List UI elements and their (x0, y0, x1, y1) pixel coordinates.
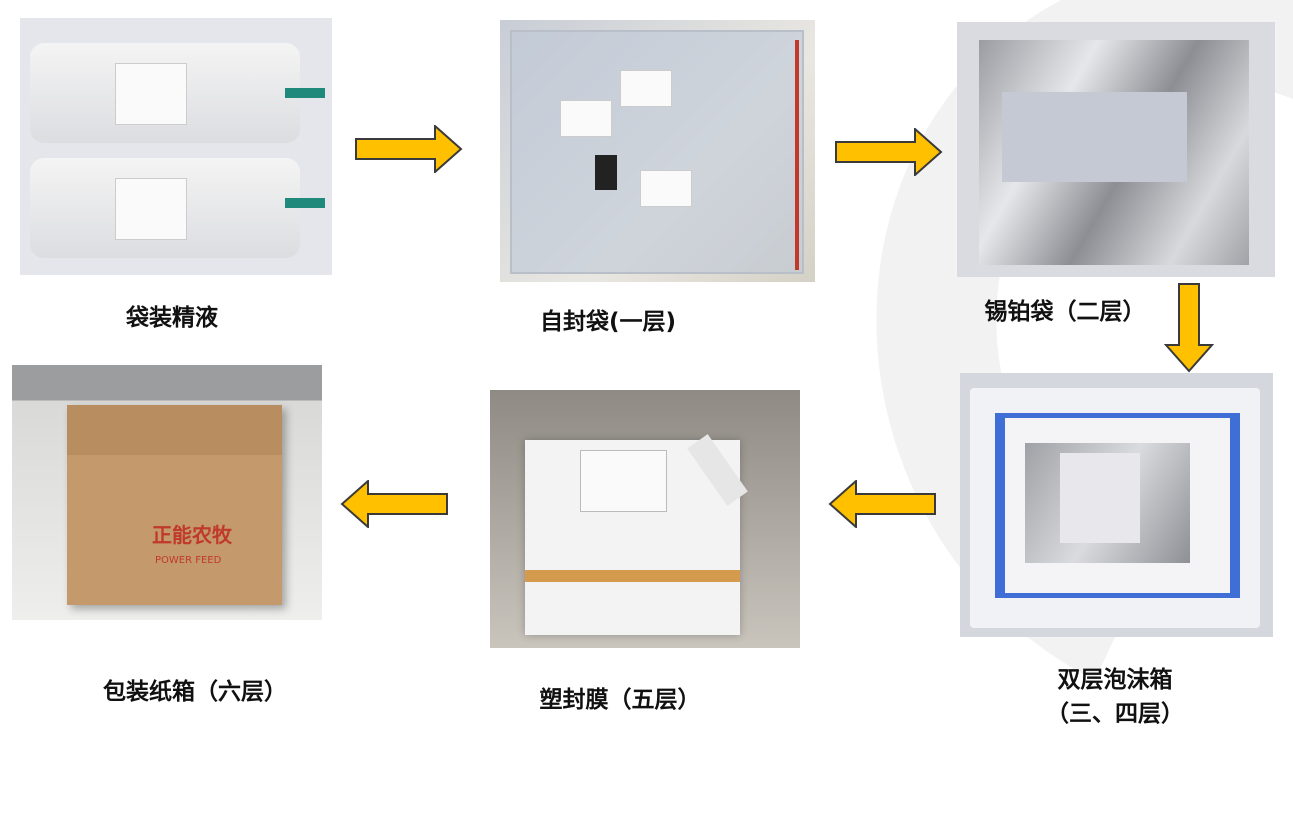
bag-valve (285, 88, 325, 98)
arrow-right-icon (835, 128, 943, 176)
brand-logo-cn: 正能农牧 (152, 523, 232, 547)
caption-step-2: 自封袋(一层) (539, 309, 677, 335)
semen-bag (30, 158, 325, 258)
ziplock-bag (510, 30, 804, 274)
carton-top (67, 405, 282, 455)
photo-double-foam-box (960, 373, 1273, 637)
arrow-right-icon (355, 125, 463, 173)
caption-step-3: 锡铂袋（二层） (984, 299, 1146, 325)
tape (525, 570, 740, 582)
document-sheet (580, 450, 667, 512)
sticker (595, 155, 617, 190)
arrow-left-icon (828, 480, 936, 528)
photo-shrink-wrapped-box (490, 390, 800, 648)
caption-step-1: 袋装精液 (126, 305, 218, 331)
bag-label (115, 63, 187, 125)
caption-step-4-line1: 双层泡沫箱 (1057, 667, 1173, 693)
caption-step-6: 包装纸箱（六层） (103, 679, 287, 705)
brand-logo-en: POWER FEED (155, 555, 222, 566)
foil-bag-window (1002, 92, 1187, 182)
caption-step-4-line2: （三、四层） (1046, 701, 1184, 727)
zip-seal (795, 40, 799, 270)
foil-bag-window (1060, 453, 1140, 543)
arrow-left-icon (340, 480, 448, 528)
arrow-down-icon (1164, 283, 1214, 373)
bag-label (620, 70, 672, 107)
bag-label (560, 100, 612, 137)
bag-label (640, 170, 692, 207)
photo-foil-bag (957, 22, 1275, 277)
photo-ziplock-bag (500, 20, 815, 282)
photo-carton-box: 正能农牧 POWER FEED (12, 365, 322, 620)
caption-step-5: 塑封膜（五层） (539, 687, 701, 713)
semen-bag (30, 43, 325, 143)
bag-label (115, 178, 187, 240)
bag-valve (285, 198, 325, 208)
photo-bagged-semen (20, 18, 332, 275)
